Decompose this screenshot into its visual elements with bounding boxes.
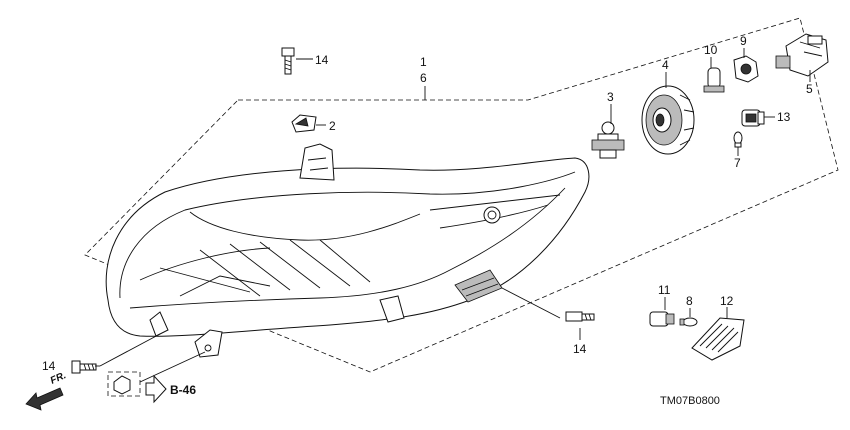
leader-lines <box>95 48 811 383</box>
callout-8: 8 <box>686 294 693 308</box>
part-7-bulb <box>733 131 743 148</box>
callout-12: 12 <box>720 294 734 308</box>
callout-7: 7 <box>734 156 741 170</box>
part-3-bulb <box>591 121 625 159</box>
callout-14-right: 14 <box>573 342 587 356</box>
callout-11: 11 <box>658 283 671 297</box>
headlight-assembly <box>105 143 590 358</box>
part-14-bolt-left <box>71 360 97 374</box>
reference-fastener <box>107 371 141 397</box>
reference-arrow <box>145 374 167 404</box>
part-14-bolt-right <box>565 311 595 322</box>
callout-5: 5 <box>806 82 813 96</box>
part-11-socket <box>649 311 675 327</box>
callout-9: 9 <box>740 34 747 48</box>
callout-14-left: 14 <box>42 359 56 373</box>
assembly-boundary <box>84 17 839 373</box>
callout-2: 2 <box>329 119 336 133</box>
part-4-cover-cap <box>641 85 695 155</box>
part-12-side-reflector <box>691 317 745 361</box>
front-direction-arrow <box>25 387 64 411</box>
part-10-bulb <box>703 67 725 93</box>
callout-1: 1 <box>420 55 427 69</box>
part-2-clip <box>291 114 317 133</box>
callout-10: 10 <box>704 43 718 57</box>
part-5-actuator <box>775 33 829 77</box>
callout-3: 3 <box>607 90 614 104</box>
callout-4: 4 <box>662 58 669 72</box>
callout-14-top: 14 <box>315 53 329 67</box>
callout-6: 6 <box>420 71 427 85</box>
callout-13: 13 <box>777 110 791 124</box>
reference-label: B-46 <box>170 383 196 397</box>
part-13-socket <box>741 109 765 127</box>
drawing-code: TM07B0800 <box>660 395 720 407</box>
part-14-bolt-top <box>281 47 295 75</box>
part-9-socket <box>733 55 759 83</box>
part-8-bulb <box>679 317 698 327</box>
